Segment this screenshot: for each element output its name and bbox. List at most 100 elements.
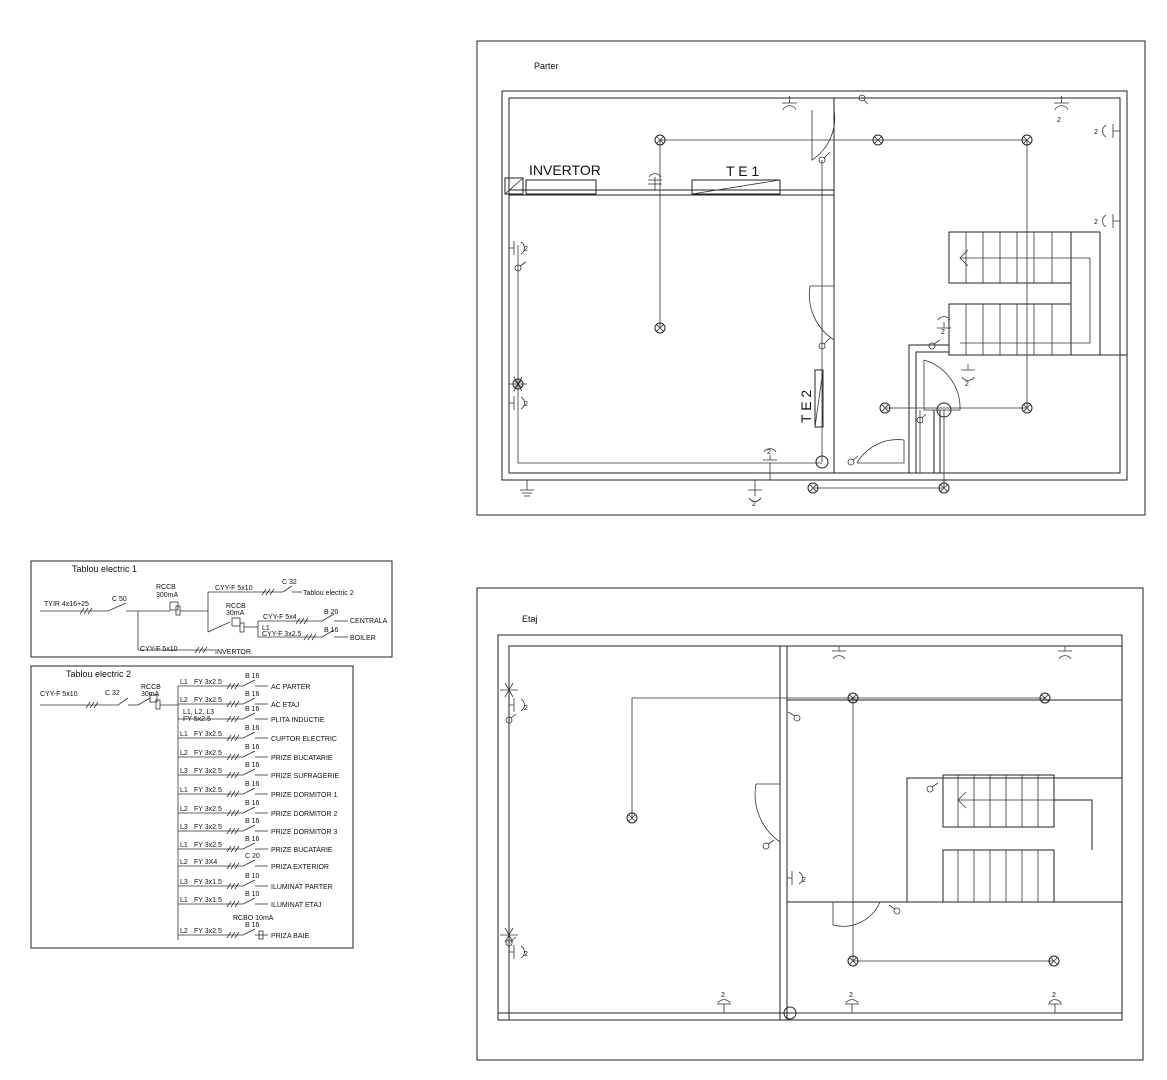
circuit-phase: L1 [180,679,188,686]
circuit-destination: PRIZE SUFRAGERIE [271,773,339,780]
meter-box [504,177,524,195]
circuit-destination: PRIZA BAIE [271,933,309,940]
t1-dest-centrala: CENTRALA [350,618,388,625]
t1-rccb2-label: RCCB [226,603,246,610]
circuit-destination: AC PARTER [271,684,310,691]
circuit-destination: PRIZE DORMITOR 2 [271,811,337,818]
t1-dest-invertor: INVERTOR [215,649,251,656]
lamp-icon [872,134,884,146]
junction-box-icon [815,455,829,469]
switch-icon [505,713,517,724]
parter-outer-wall [501,90,1128,481]
etaj-stairs [942,774,1093,903]
circuit-destination: ILUMINAT ETAJ [271,902,322,909]
circuit-breaker: B 10 [245,891,260,898]
t1-main-breaker: C 50 [112,596,127,603]
circuit-cable: FY 3x2.5 [194,787,222,794]
etaj-title: Etaj [522,614,538,624]
socket-icon: 2 [1094,214,1120,228]
socket-icon [1058,646,1072,660]
circuit-phase: L2 [180,750,188,757]
socket-count: 2 [721,992,725,999]
switch-icon [787,711,801,722]
lamp-icon [938,482,950,494]
circuit-breaker: B 16 [245,691,260,698]
socket-icon [782,96,797,111]
door-arc [832,901,881,927]
t1-breaker-boiler: B 16 [324,627,339,634]
circuit-breaker: B 10 [245,873,260,880]
circuit-cable: FY 3X4 [194,859,217,866]
circuit-phase: L3 [180,879,188,886]
socket-icon: 2 [509,396,528,410]
door-arc [754,783,781,843]
socket-icon: 2 [1094,124,1120,138]
circuit-destination: PLITA INDUCTIE [271,717,325,724]
t1-cable-invertor: CYY-F 5x10 [140,646,178,653]
circuit-destination: PRIZA EXTERIOR [271,864,329,871]
socket-icon: 2 [787,871,806,885]
junction-box-icon [936,402,952,418]
circuit-phase: L1, L2, L3 [183,709,214,716]
t1-dest-te2: Tablou electric 2 [303,590,354,597]
tablou1-title: Tablou electric 1 [72,564,137,574]
circuit-breaker: B 16 [245,818,260,825]
t2-rccb-label: RCCB [141,684,161,691]
t1-cable-centrala: CYY-F 5x4 [263,614,297,621]
t1-breaker-centrala: B 20 [324,609,339,616]
socket-count: 2 [1057,117,1061,124]
socket-icon: 2 [763,448,777,461]
circuit-cable: FY 3x2.5 [194,824,222,831]
socket-icon [648,173,662,190]
door-arc [811,109,836,161]
lamp-icon [654,322,666,334]
circuit-destination: PRIZE BUCATARIE [271,755,333,762]
te1-box [691,179,781,195]
socket-icon: 2 [961,364,975,388]
tablou1-frame [30,560,393,658]
parter-frame [476,40,1146,516]
switch-icon [847,455,859,466]
circuit-phase: L1 [180,731,188,738]
lamp-icon [1021,134,1033,146]
t2-main-breaker: C 32 [105,690,120,697]
circuit-destination: PRIZE BUCATARIE [271,847,333,854]
circuit-phase: L2 [180,806,188,813]
t1-rccb2-rating: 30mA [226,610,245,617]
t1-rccb-label: RCCB [156,584,176,591]
parter-inner-wall [508,97,1121,474]
lamp-icon [847,692,859,704]
junction-box-icon [783,1006,797,1020]
circuit-phase: L2 [180,928,188,935]
circuit-breaker: B 16 [245,781,260,788]
door-arc [856,439,905,464]
circuit-phase: L3 [180,824,188,831]
t1-cable-te2: CYY-F 5x10 [215,585,253,592]
circuit-extra: RCBO 10mA [233,915,274,922]
socket-icon: 2 [1054,96,1069,124]
circuit-cable: FY 3x2.5 [194,697,222,704]
etaj-plan: Etaj [476,587,1144,1061]
socket-icon: 2 [717,992,731,1013]
socket-count: 2 [524,705,528,712]
etaj-inner-wall [508,645,1123,1021]
circuit-phase: L1 [180,897,188,904]
switch-icon [762,839,775,850]
parter-plan: Parter INVERTOR T E 1 T E 2 [476,40,1146,516]
circuit-breaker: C 20 [245,853,260,860]
te2-box [814,369,824,428]
socket-count: 2 [941,329,945,336]
switch-icon [818,151,831,164]
socket-icon [500,682,518,698]
t1-dest-boiler: BOILER [350,635,376,642]
circuit-breaker: B 16 [245,744,260,751]
